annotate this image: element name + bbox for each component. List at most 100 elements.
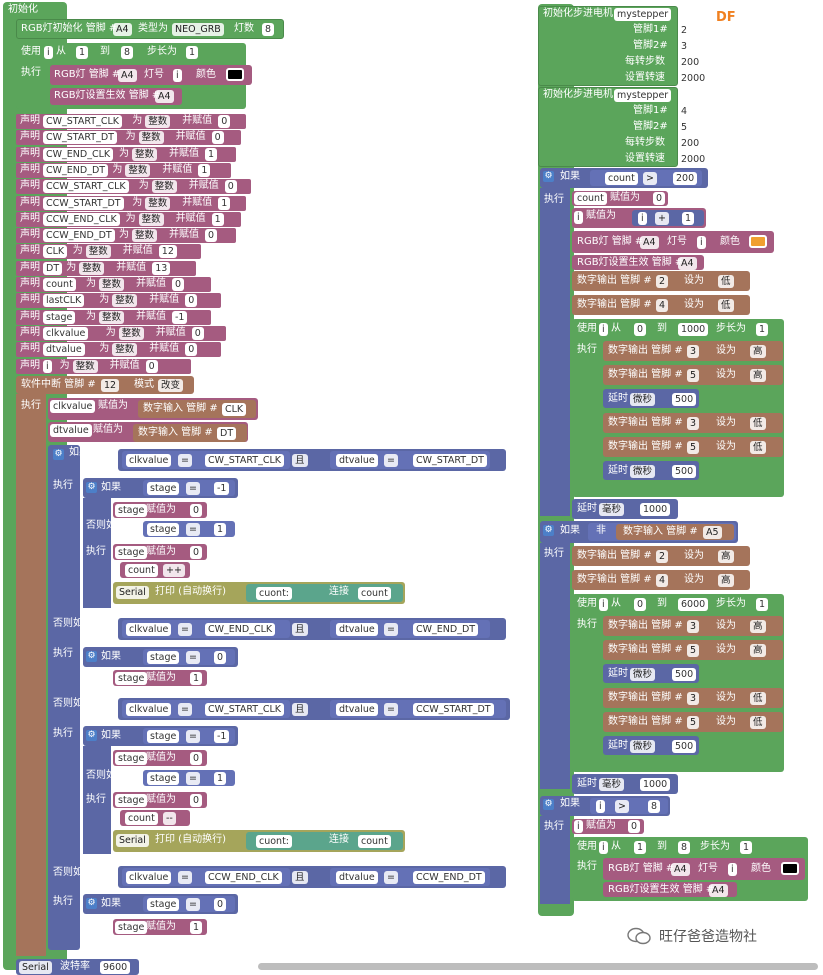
compare-value[interactable]: -1 xyxy=(214,482,230,495)
declare-value[interactable]: 0 xyxy=(172,278,185,291)
rgb-set-block[interactable] xyxy=(50,65,252,85)
compare-var[interactable]: stage xyxy=(147,730,180,743)
declare-value[interactable]: 0 xyxy=(185,343,198,357)
compare-right-var[interactable]: CW_START_DT xyxy=(413,454,487,467)
compare-var[interactable]: i xyxy=(596,800,605,813)
text-literal[interactable]: cuont: xyxy=(256,835,293,848)
gear-icon[interactable]: ⚙ xyxy=(86,482,97,493)
gear-icon[interactable]: ⚙ xyxy=(86,651,97,662)
pin1-field[interactable]: 2 xyxy=(678,24,691,37)
rgb-pin-dropdown[interactable]: A4 xyxy=(671,863,690,876)
compare-op-dropdown[interactable]: = xyxy=(178,454,192,467)
color-swatch-black[interactable] xyxy=(226,68,244,81)
and-dropdown[interactable]: 且 xyxy=(292,703,308,716)
count-var[interactable]: count xyxy=(125,812,158,825)
declare-type-dropdown[interactable]: 整数 xyxy=(125,163,151,177)
dout-pin-dropdown[interactable]: 2 xyxy=(656,550,669,563)
compare-value[interactable]: -1 xyxy=(214,730,230,743)
rgb-show-block[interactable] xyxy=(572,255,704,270)
compare-op-dropdown[interactable]: = xyxy=(186,482,200,495)
declare-type-dropdown[interactable]: 整数 xyxy=(99,310,125,324)
assign-var[interactable]: stage xyxy=(115,752,148,765)
declare-type-dropdown[interactable]: 整数 xyxy=(118,326,144,340)
count-op-dropdown[interactable]: ++ xyxy=(163,564,185,577)
interrupt-pin-dropdown[interactable]: 12 xyxy=(101,379,120,392)
gear-icon[interactable]: ⚙ xyxy=(86,730,97,741)
compare-left-var[interactable]: clkvalue xyxy=(126,454,172,467)
declare-var-name[interactable]: DT xyxy=(43,261,63,275)
compare-left-var[interactable]: dtvalue xyxy=(336,871,378,884)
delay-unit-dropdown[interactable]: 毫秒 xyxy=(599,778,625,791)
declare-var-name[interactable]: lastCLK xyxy=(43,294,85,308)
pin2-field[interactable]: 5 xyxy=(678,121,691,134)
declare-var-name[interactable]: i xyxy=(43,359,52,373)
declare-var-name[interactable]: CW_START_CLK xyxy=(43,115,122,128)
serial-baud-field[interactable]: 9600 xyxy=(100,961,131,974)
compare-value[interactable]: 1 xyxy=(214,523,227,536)
declare-var-name[interactable]: CCW_END_CLK xyxy=(43,212,120,226)
declare-type-dropdown[interactable]: 整数 xyxy=(145,115,171,128)
declare-value[interactable]: -1 xyxy=(172,310,188,324)
rgb-show-pin-dropdown[interactable]: A4 xyxy=(709,884,728,897)
assign-value[interactable]: 0 xyxy=(190,752,203,765)
rgb-init-pin-dropdown[interactable]: A4 xyxy=(113,23,132,36)
delay-unit-dropdown[interactable]: 微秒 xyxy=(630,740,656,753)
for-var-field[interactable]: i xyxy=(44,46,53,59)
compare-op-dropdown[interactable]: = xyxy=(384,871,398,884)
interrupt-mode-dropdown[interactable]: 改变 xyxy=(158,379,184,392)
dout-pin-dropdown[interactable]: 5 xyxy=(687,441,700,454)
for-start-field[interactable]: 1 xyxy=(76,46,89,59)
declare-var-name[interactable]: dtvalue xyxy=(43,343,85,357)
assign-value[interactable]: 0 xyxy=(190,504,203,517)
compare-var[interactable]: stage xyxy=(147,482,180,495)
declare-var-name[interactable]: CLK xyxy=(43,245,68,259)
declare-value[interactable]: 0 xyxy=(218,115,231,128)
count-op-dropdown[interactable]: -- xyxy=(163,812,176,825)
compare-left-var[interactable]: clkvalue xyxy=(126,703,172,716)
pin2-field[interactable]: 3 xyxy=(678,40,691,53)
speed-field[interactable]: 2000 xyxy=(678,72,709,85)
assign-var[interactable]: count xyxy=(574,192,607,205)
for-step-field[interactable]: 1 xyxy=(756,598,769,611)
declare-type-dropdown[interactable]: 整数 xyxy=(132,229,158,243)
interrupt-body[interactable] xyxy=(16,394,46,956)
clkvalue-var[interactable]: clkvalue xyxy=(50,400,96,413)
and-dropdown[interactable]: 且 xyxy=(292,454,308,467)
for-from-field[interactable]: 0 xyxy=(634,598,647,611)
rgb-set-block[interactable] xyxy=(603,858,805,880)
declare-type-dropdown[interactable]: 整数 xyxy=(138,212,164,226)
inner-if-body[interactable] xyxy=(83,746,111,854)
declare-value[interactable]: 0 xyxy=(185,294,198,308)
dout-level-dropdown[interactable]: 高 xyxy=(718,574,734,587)
assign-value[interactable]: 0 xyxy=(653,192,666,205)
for-step-field[interactable]: 1 xyxy=(186,46,199,59)
declare-value[interactable]: 0 xyxy=(145,359,158,373)
declare-type-dropdown[interactable]: 整数 xyxy=(112,343,138,357)
declare-var-name[interactable]: count xyxy=(43,278,76,291)
declare-var-name[interactable]: CW_END_CLK xyxy=(43,147,114,161)
declare-value[interactable]: 0 xyxy=(224,180,237,194)
dout-pin-dropdown[interactable]: 2 xyxy=(656,275,669,288)
compare-op-dropdown[interactable]: = xyxy=(178,623,192,636)
dout-level-dropdown[interactable]: 低 xyxy=(718,275,734,288)
rgb-idx-field[interactable]: i xyxy=(728,863,737,876)
for-to-field[interactable]: 1000 xyxy=(678,323,709,336)
text-literal[interactable]: cuont: xyxy=(256,587,293,600)
dout-level-dropdown[interactable]: 高 xyxy=(750,369,766,382)
dout-level-dropdown[interactable]: 低 xyxy=(750,417,766,430)
dout-level-dropdown[interactable]: 低 xyxy=(750,441,766,454)
dout-level-dropdown[interactable]: 高 xyxy=(750,345,766,358)
math-var[interactable]: i xyxy=(638,212,647,225)
assign-var[interactable]: stage xyxy=(115,546,148,559)
declare-var-name[interactable]: CCW_START_CLK xyxy=(43,180,129,194)
declare-type-dropdown[interactable]: 整数 xyxy=(145,196,171,210)
rgb-show-block[interactable] xyxy=(603,882,737,897)
rgb-init-count-field[interactable]: 8 xyxy=(262,23,275,36)
assign-var[interactable]: i xyxy=(574,211,583,224)
pin1-field[interactable]: 4 xyxy=(678,105,691,118)
compare-right-var[interactable]: CW_END_DT xyxy=(413,623,479,636)
dtvalue-var[interactable]: dtvalue xyxy=(50,424,92,437)
for-from-field[interactable]: 0 xyxy=(634,323,647,336)
compare-right-var[interactable]: CW_END_CLK xyxy=(205,623,276,636)
dout-pin-dropdown[interactable]: 3 xyxy=(687,692,700,705)
